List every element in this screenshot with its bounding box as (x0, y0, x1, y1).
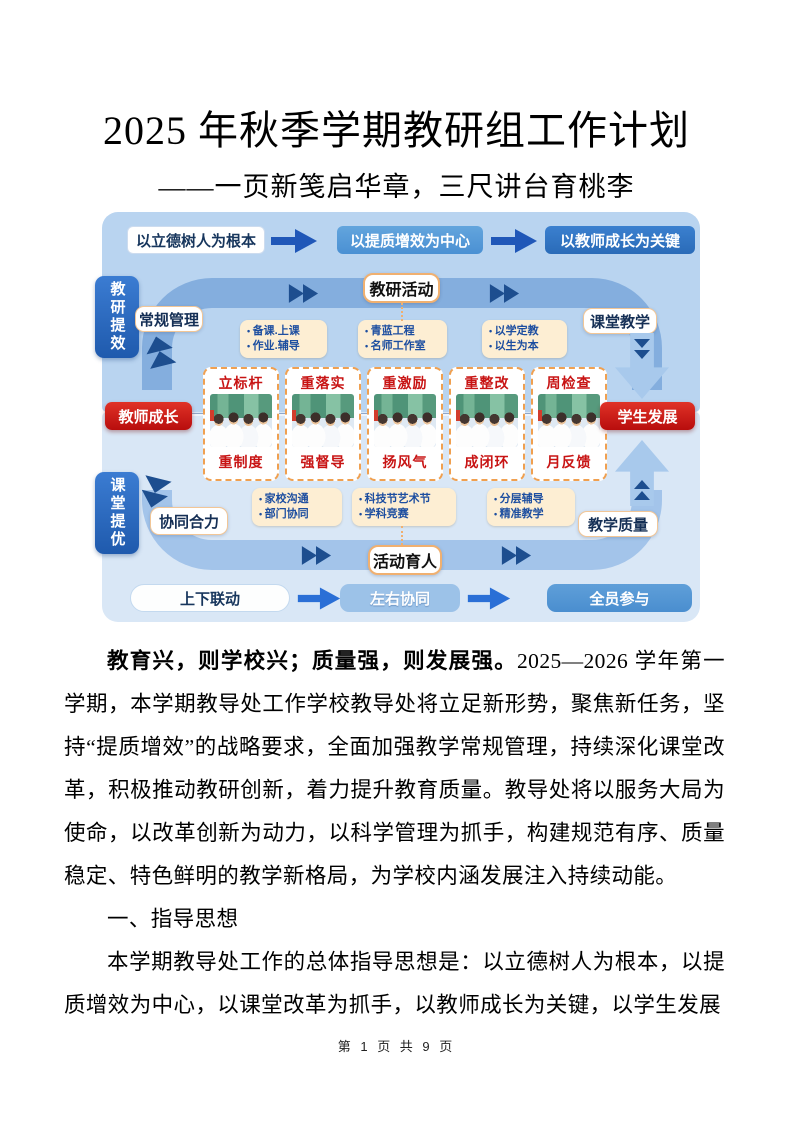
flow-arrow-icon (466, 586, 516, 612)
hub-activity-education: 活动育人 (368, 545, 442, 575)
flow-box-teacher-growth: 以教师成长为关键 (545, 226, 695, 254)
dotted-connector (401, 303, 403, 321)
classroom-photo (374, 394, 436, 447)
up-arrow-icon (143, 333, 178, 375)
strategy-card: 重激励 扬风气 (367, 367, 443, 481)
bullet-box-tiered-tutoring: 分层辅导 精准教学 (487, 488, 575, 526)
label-teaching-quality: 教学质量 (578, 511, 658, 537)
bullet-box-home-school: 家校沟通 部门协同 (252, 488, 342, 526)
intro-paragraph: 教育兴，则学校兴；质量强，则发展强。2025—2026 学年第一学期，本学期教导… (64, 640, 725, 898)
page-number: 第 1 页 共 9 页 (337, 1039, 456, 1054)
flow-box-tizhi-zengxiao: 以提质增效为中心 (337, 226, 483, 254)
strategy-card: 重整改 成闭环 (449, 367, 525, 481)
page-subtitle: ——一页新笺启华章，三尺讲台育桃李 (158, 172, 635, 202)
label-regular-management: 常规管理 (135, 306, 203, 332)
bullet-box-festivals: 科技节艺术节 学科竞赛 (352, 488, 456, 526)
classroom-photo (210, 394, 272, 447)
down-arrow-icon (137, 473, 172, 515)
classroom-photo (292, 394, 354, 447)
hub-teaching-research-activities: 教研活动 (363, 273, 440, 303)
strategy-card: 周检查 月反馈 (531, 367, 607, 481)
flow-box-left-right-coordination: 左右协同 (340, 584, 460, 612)
chevron-right-icon (500, 546, 532, 570)
flow-arrow-icon (489, 228, 539, 254)
label-synergy: 协同合力 (150, 507, 228, 535)
classroom-photo (538, 394, 600, 447)
work-plan-diagram: 教研提效 课堂提优 以立德树人为根本 以提质增效为中心 以教师成长为关键 教研活… (95, 212, 700, 622)
intro-rest: 2025—2026 学年第一学期，本学期教导处工作学校教导处将立足新形势，聚焦新… (64, 649, 726, 888)
dotted-connector (401, 526, 403, 545)
strategy-card: 立标杆 重制度 (203, 367, 279, 481)
flow-box-top-down-linkage: 上下联动 (130, 584, 290, 612)
chevron-right-icon (287, 284, 319, 308)
pill-teacher-growth: 教师成长 (105, 402, 192, 430)
document-body: 教育兴，则学校兴；质量强，则发展强。2025—2026 学年第一学期，本学期教导… (64, 640, 725, 1027)
strategy-card: 重落实 强督导 (285, 367, 361, 481)
pill-student-development: 学生发展 (600, 402, 695, 430)
flow-box-lide-shuren: 以立德树人为根本 (127, 226, 265, 254)
side-tab-classroom: 课堂提优 (95, 472, 139, 554)
intro-bold-clause: 教育兴，则学校兴；质量强，则发展强。 (107, 649, 518, 673)
section-heading-1: 一、指导思想 (107, 907, 239, 931)
bullet-box-student-centered: 以学定教 以生为本 (482, 320, 567, 358)
flow-arrow-icon (269, 228, 319, 254)
classroom-photo (456, 394, 518, 447)
flow-arrow-icon (296, 586, 346, 612)
bullet-box-mentoring: 青蓝工程 名师工作室 (358, 320, 447, 358)
chevron-right-icon (488, 284, 520, 308)
bullet-box-lesson-prep: 备课.上课 作业.辅导 (240, 320, 327, 358)
label-classroom-teaching: 课堂教学 (583, 308, 657, 334)
flow-box-full-participation: 全员参与 (547, 584, 692, 612)
chevron-right-icon (300, 546, 332, 570)
page-title: 2025 年秋季学期教研组工作计划 (103, 108, 690, 153)
side-tab-teaching-research: 教研提效 (95, 276, 139, 358)
big-up-arrow-icon (615, 440, 669, 506)
guiding-thought-paragraph: 本学期教导处工作的总体指导思想是：以立德树人为根本，以提质增效为中心，以课堂改革… (64, 950, 725, 1017)
